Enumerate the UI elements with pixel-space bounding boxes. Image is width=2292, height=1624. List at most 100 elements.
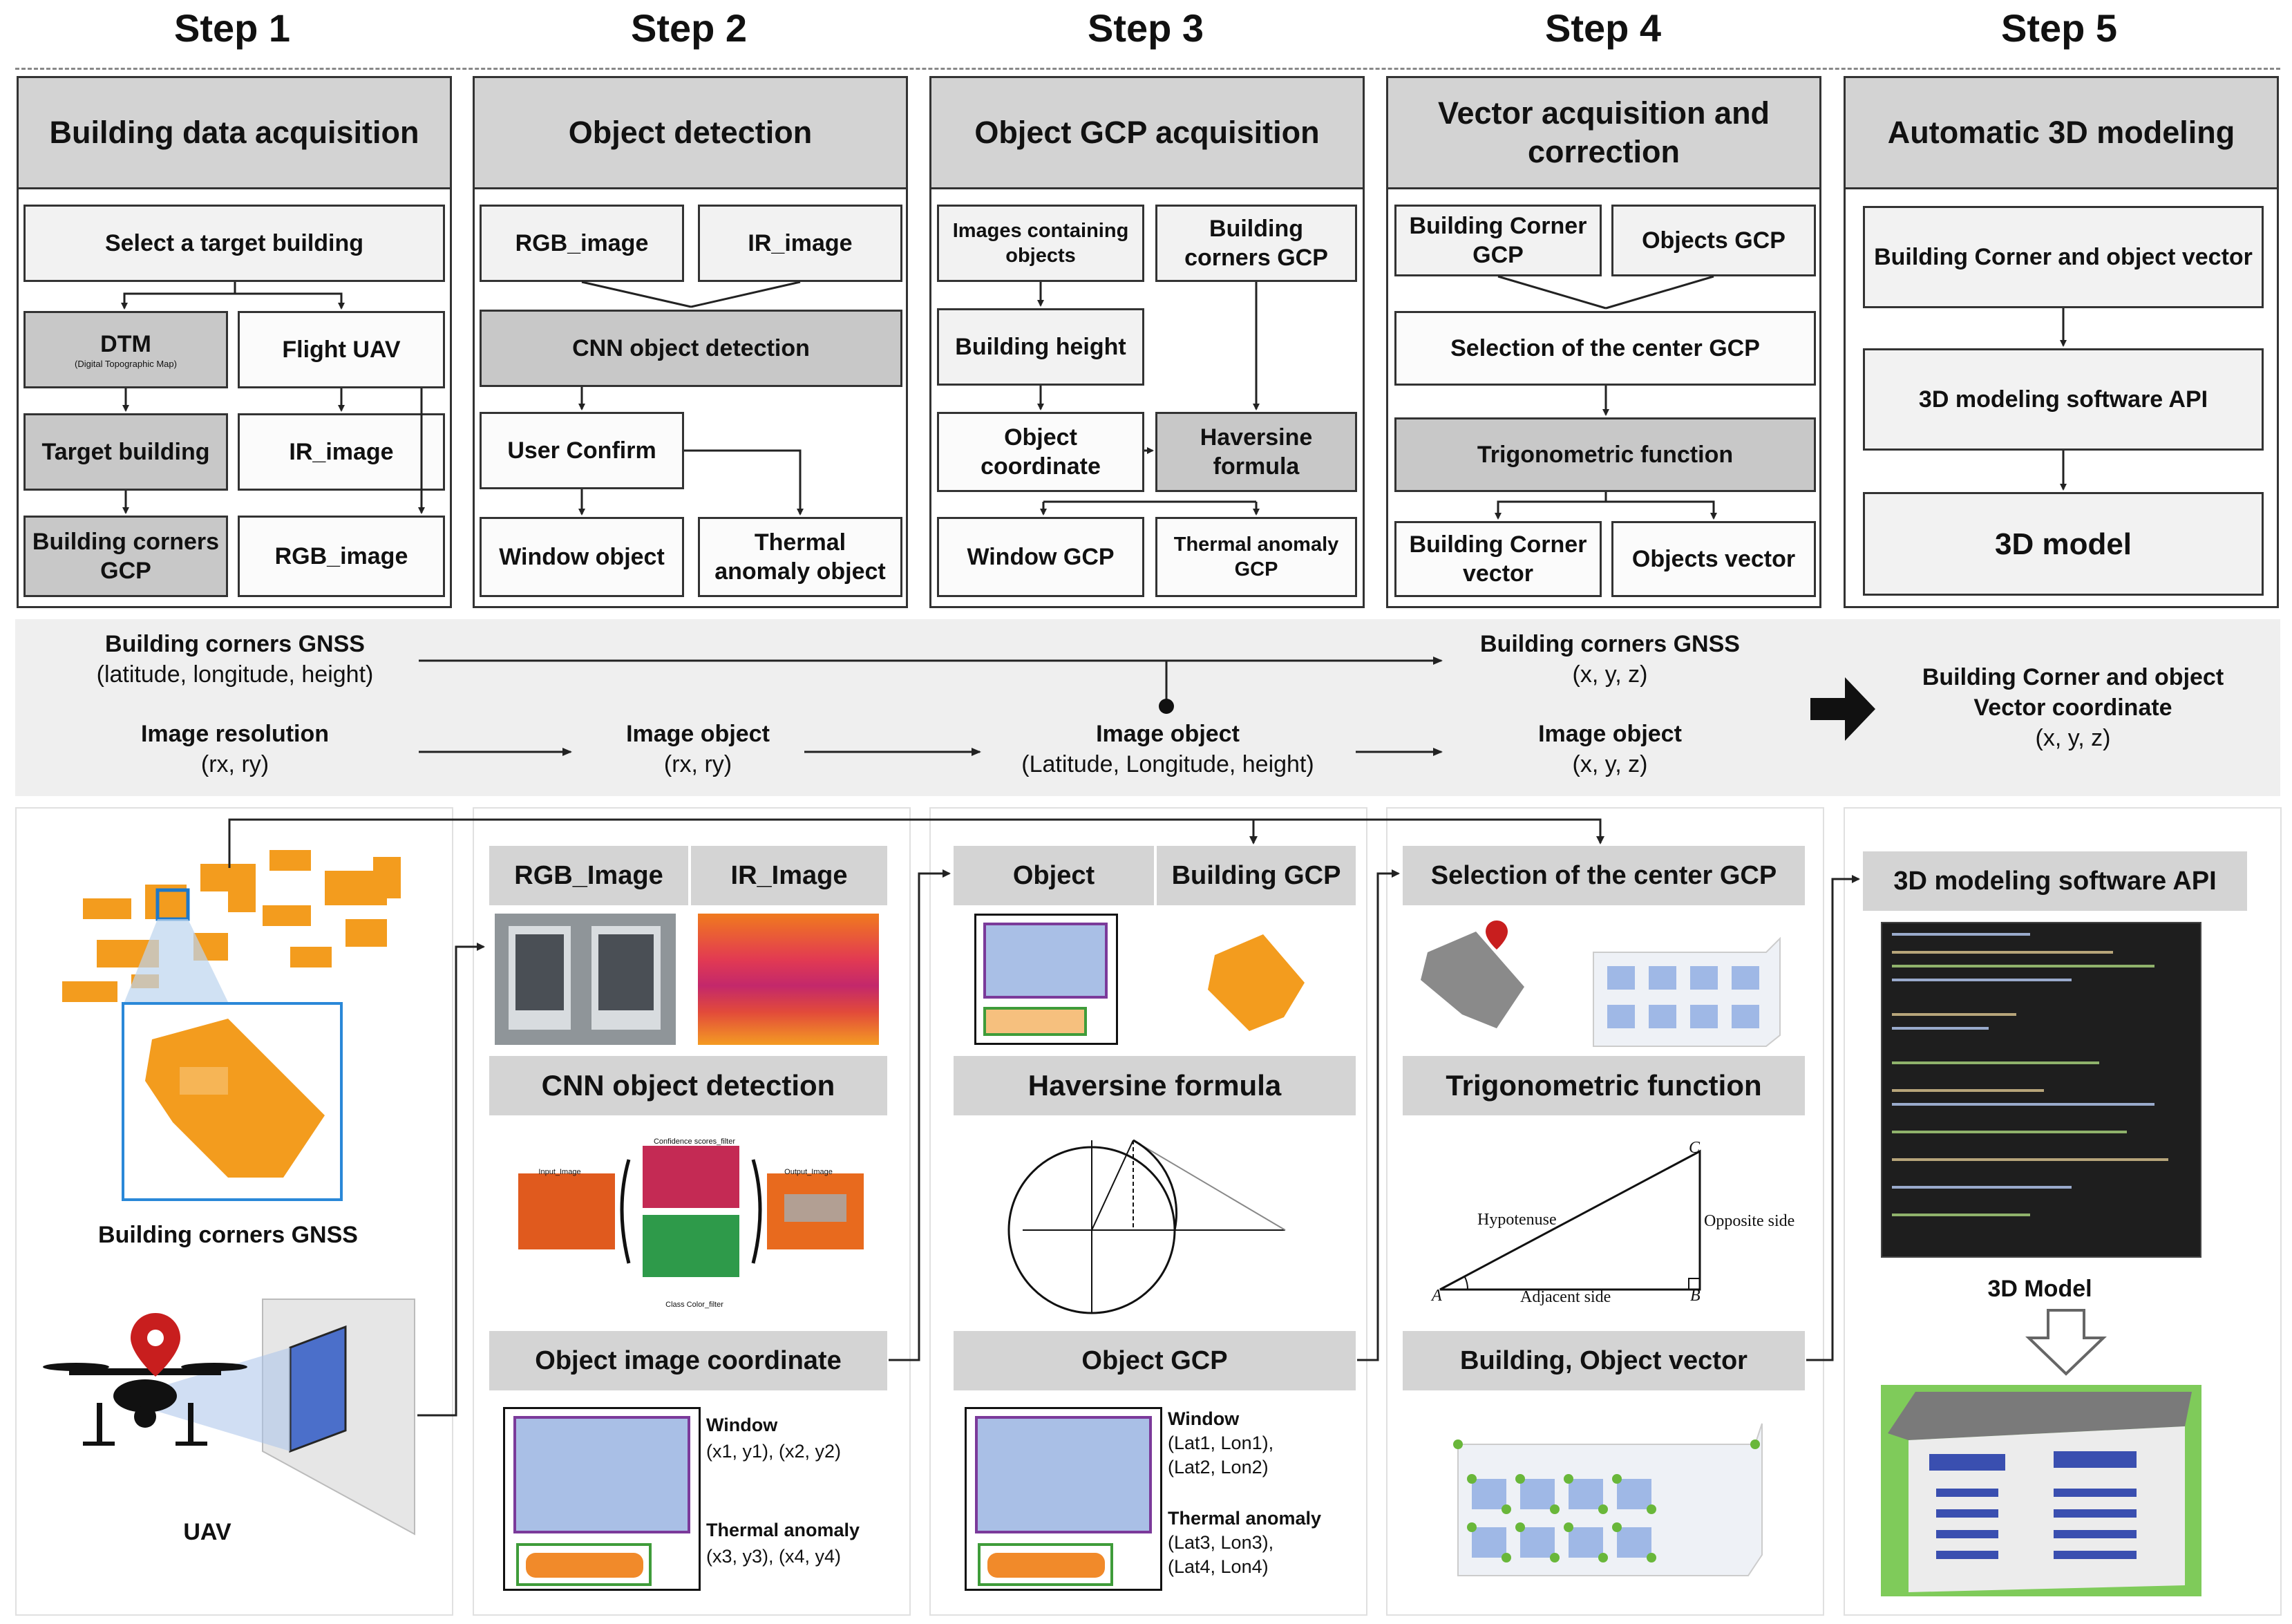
thermal-gcp-value-2: (Lat4, Lon4)	[1168, 1556, 1269, 1578]
haversine-formula-header: Haversine formula	[954, 1056, 1356, 1115]
dtm-label: DTM	[100, 330, 151, 357]
object-gcp-figure	[965, 1407, 1162, 1591]
output-image-label: Output_Image	[784, 1168, 833, 1176]
final-vector-title: Building Corner and object Vector coordi…	[1922, 664, 2224, 721]
haversine-diagram	[1007, 1139, 1286, 1314]
building-footprint	[145, 1019, 325, 1178]
confidence-filter-label: Confidence scores_filter	[653, 1137, 735, 1146]
select-target-building-box: Select a target building	[23, 205, 445, 282]
object-gcp-header: Object GCP	[954, 1331, 1356, 1390]
gnss-left-label: Building corners GNSS (latitude, longitu…	[55, 629, 415, 690]
vertex-a-label: A	[1432, 1287, 1442, 1305]
building-gcp-tab: Building GCP	[1157, 846, 1356, 905]
thermal-gcp-label: Thermal anomaly	[1168, 1508, 1322, 1529]
step-2-heading: Step 2	[630, 6, 748, 50]
panel-3-title: Object GCP acquisition	[931, 78, 1363, 189]
step-5-heading: Step 5	[2000, 6, 2118, 50]
window-gcp-box: Window GCP	[937, 517, 1144, 597]
building-height-box: Building height	[937, 308, 1144, 386]
building-corners-gnss-caption: Building corners GNSS	[98, 1222, 358, 1248]
thermal-gcp-text: Thermal anomaly (Lat3, Lon3), (Lat4, Lon…	[1168, 1507, 1361, 1579]
adjacent-side-label: Adjacent side	[1520, 1288, 1611, 1306]
image-object-3-title: Image object	[1538, 721, 1682, 747]
modeling-api-box: 3D modeling software API	[1863, 348, 2264, 451]
building-corner-vector-box: Building Corner vector	[1394, 521, 1602, 597]
band-arrows	[419, 657, 1875, 756]
image-object-label-3: Image object (x, y, z)	[1499, 719, 1721, 780]
dtm-box: DTM (Digital Topographic Map)	[23, 311, 228, 388]
step-3-heading: Step 3	[1087, 6, 1204, 50]
thermal-gcp-value-1: (Lat3, Lon3),	[1168, 1532, 1274, 1554]
building-zoom-inset	[122, 1002, 343, 1201]
vertex-c-label: C	[1689, 1139, 1701, 1157]
ir-image-thumbnail	[698, 914, 879, 1045]
image-object-label-1: Image object (rx, ry)	[580, 719, 815, 780]
final-vector-sub: (x, y, z)	[2035, 725, 2111, 752]
user-confirm-box: User Confirm	[480, 412, 684, 489]
window-coord-label: Window	[706, 1415, 778, 1435]
down-arrow-icon	[2025, 1309, 2107, 1376]
p3-building-corners-gcp-box: Building corners GCP	[1155, 205, 1357, 282]
object-image-coordinate-header: Object image coordinate	[489, 1331, 887, 1390]
ir-image-tab: IR_Image	[691, 846, 887, 905]
building-corner-gcp-box: Building Corner GCP	[1394, 205, 1602, 276]
object-tab: Object	[954, 846, 1154, 905]
top-panel-arrows	[121, 275, 2067, 520]
uav-caption: UAV	[183, 1519, 231, 1545]
thermal-anomaly-object-box: Thermal anomaly object	[698, 517, 902, 597]
cnn-object-detection-header: CNN object detection	[489, 1056, 887, 1115]
panel-1-title: Building data acquisition	[19, 78, 450, 189]
window-gcp-value-2: (Lat2, Lon2)	[1168, 1457, 1269, 1478]
window-coord-text: Window (x1, y1), (x2, y2)	[706, 1413, 893, 1465]
thermal-coord-value: (x3, y3), (x4, y4)	[706, 1545, 842, 1567]
rgb-image-box: RGB_image	[238, 516, 445, 597]
rgb-image-tab: RGB_Image	[489, 846, 688, 905]
image-object-1-title: Image object	[626, 721, 770, 747]
trigonometric-function-box: Trigonometric function	[1394, 417, 1816, 492]
3d-model-render	[1881, 1385, 2201, 1596]
building-corners-gcp-box: Building corners GCP	[23, 516, 228, 597]
window-gcp-text: Window (Lat1, Lon1), (Lat2, Lon2)	[1168, 1407, 1361, 1480]
3d-model-caption: 3D Model	[1987, 1276, 2092, 1302]
center-gcp-illustration	[1421, 920, 1781, 1047]
image-object-2-title: Image object	[1096, 721, 1240, 747]
object-coordinate-figure	[503, 1407, 701, 1591]
step-4-heading: Step 4	[1544, 6, 1662, 50]
building-object-vector-header: Building, Object vector	[1403, 1331, 1805, 1390]
corner-object-vector-box: Building Corner and object vector	[1863, 206, 2264, 308]
ir-image-box: IR_image	[238, 413, 445, 491]
lower-connector-arrows	[228, 818, 1860, 1417]
image-object-2-sub: (Latitude, Longitude, height)	[1021, 751, 1314, 778]
vertex-b-label: B	[1690, 1287, 1701, 1305]
gnss-right-sub: (x, y, z)	[1572, 661, 1648, 688]
target-building-box: Target building	[23, 413, 228, 491]
panel-2-title: Object detection	[475, 78, 906, 189]
cnn-object-detection-box: CNN object detection	[480, 310, 902, 387]
image-object-3-sub: (x, y, z)	[1572, 751, 1648, 778]
right-triangle-diagram	[1439, 1149, 1701, 1291]
cnn-pipeline-illustration	[518, 1146, 864, 1277]
opposite-side-label: Opposite side	[1704, 1212, 1795, 1230]
object-coordinate-box: Object coordinate	[937, 412, 1144, 492]
selection-center-gcp-header: Selection of the center GCP	[1403, 846, 1805, 905]
image-object-1-sub: (rx, ry)	[663, 751, 732, 778]
site-map-illustration	[62, 850, 401, 1002]
building-gcp-thumbnail	[1208, 934, 1305, 1031]
object-thumbnail	[974, 914, 1118, 1045]
data-flow-band	[15, 619, 2280, 796]
haversine-formula-box: Haversine formula	[1155, 412, 1357, 492]
gnss-left-title: Building corners GNSS	[105, 631, 365, 657]
uav-illustration	[43, 1299, 415, 1536]
window-coord-value: (x1, y1), (x2, y2)	[706, 1440, 842, 1462]
window-gcp-value-1: (Lat1, Lon1),	[1168, 1433, 1274, 1454]
p2-ir-image-box: IR_image	[698, 205, 902, 282]
gnss-right-title: Building corners GNSS	[1480, 631, 1740, 657]
panel-4-title: Vector acquisition and correction	[1388, 78, 1819, 189]
class-color-filter-label: Class Color_filter	[665, 1301, 723, 1309]
image-resolution-title: Image resolution	[140, 721, 330, 747]
window-gcp-label: Window	[1168, 1408, 1240, 1429]
window-object-box-figure	[513, 1416, 690, 1533]
p2-rgb-image-box: RGB_image	[480, 205, 684, 282]
heading-divider	[15, 68, 2280, 70]
